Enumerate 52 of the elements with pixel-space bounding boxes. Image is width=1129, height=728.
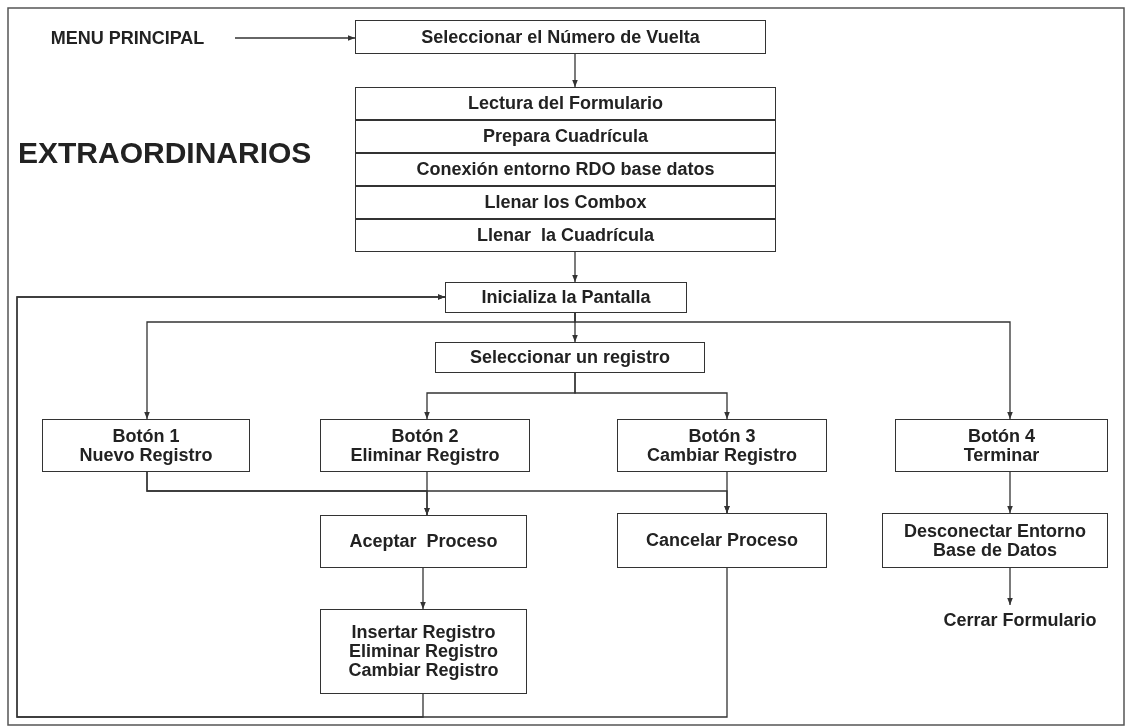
arrow	[1007, 471, 1013, 514]
arrow	[16, 294, 728, 718]
box-label: Seleccionar un registro	[468, 348, 672, 367]
process-box	[882, 513, 1108, 568]
box-label: Cambiar Registro	[347, 661, 500, 680]
box-label: Nuevo Registro	[78, 445, 214, 465]
process-box	[355, 219, 776, 252]
box-label: Botón 3	[687, 426, 757, 446]
box-label: Botón 2	[390, 426, 460, 446]
node-label: MENU PRINCIPAL	[49, 28, 206, 48]
process-box	[320, 515, 527, 568]
box-label: Conexión entorno RDO base datos	[415, 160, 716, 179]
process-box	[355, 87, 776, 120]
process-box	[435, 342, 705, 373]
node-label: Cerrar Formulario	[942, 610, 1098, 630]
process-box	[445, 282, 687, 313]
process-box	[320, 419, 530, 472]
arrow	[574, 312, 1013, 420]
process-box	[355, 153, 776, 186]
process-box	[895, 419, 1108, 472]
process-box	[617, 513, 827, 568]
process-box	[355, 20, 766, 54]
box-label: Inicializa la Pantalla	[480, 288, 652, 307]
arrow	[234, 35, 356, 41]
box-label: Botón 4	[967, 426, 1036, 446]
arrow	[572, 251, 578, 283]
box-label: Prepara Cuadrícula	[481, 127, 650, 146]
process-box	[355, 186, 776, 219]
process-box	[355, 120, 776, 153]
process-box	[42, 419, 250, 472]
box-label: Lectura del Formulario	[466, 94, 664, 113]
box-label: Llenar los Combox	[483, 193, 648, 212]
box-label: Terminar	[962, 445, 1041, 465]
box-label: Desconectar Entorno Base de Datos	[902, 521, 1087, 560]
arrow	[424, 471, 430, 516]
arrow	[574, 372, 730, 420]
process-box	[617, 419, 827, 472]
arrow	[724, 471, 730, 514]
box-label: Llenar la Cuadrícula	[475, 226, 656, 245]
box-label: Eliminar Registro	[349, 445, 501, 465]
box-label: Seleccionar el Número de Vuelta	[420, 27, 701, 47]
box-label: Cambiar Registro	[645, 445, 798, 465]
section-title: EXTRAORDINARIOS	[18, 136, 312, 170]
process-box	[320, 609, 527, 694]
arrow	[572, 53, 578, 88]
box-label: Botón 1	[111, 426, 181, 446]
arrow	[1007, 567, 1013, 606]
box-label: Insertar Registro	[350, 623, 497, 642]
box-label: Aceptar Proceso	[348, 532, 499, 551]
box-label: Cancelar Proceso	[644, 531, 800, 550]
arrow	[420, 567, 426, 610]
box-label: Eliminar Registro	[347, 642, 499, 661]
